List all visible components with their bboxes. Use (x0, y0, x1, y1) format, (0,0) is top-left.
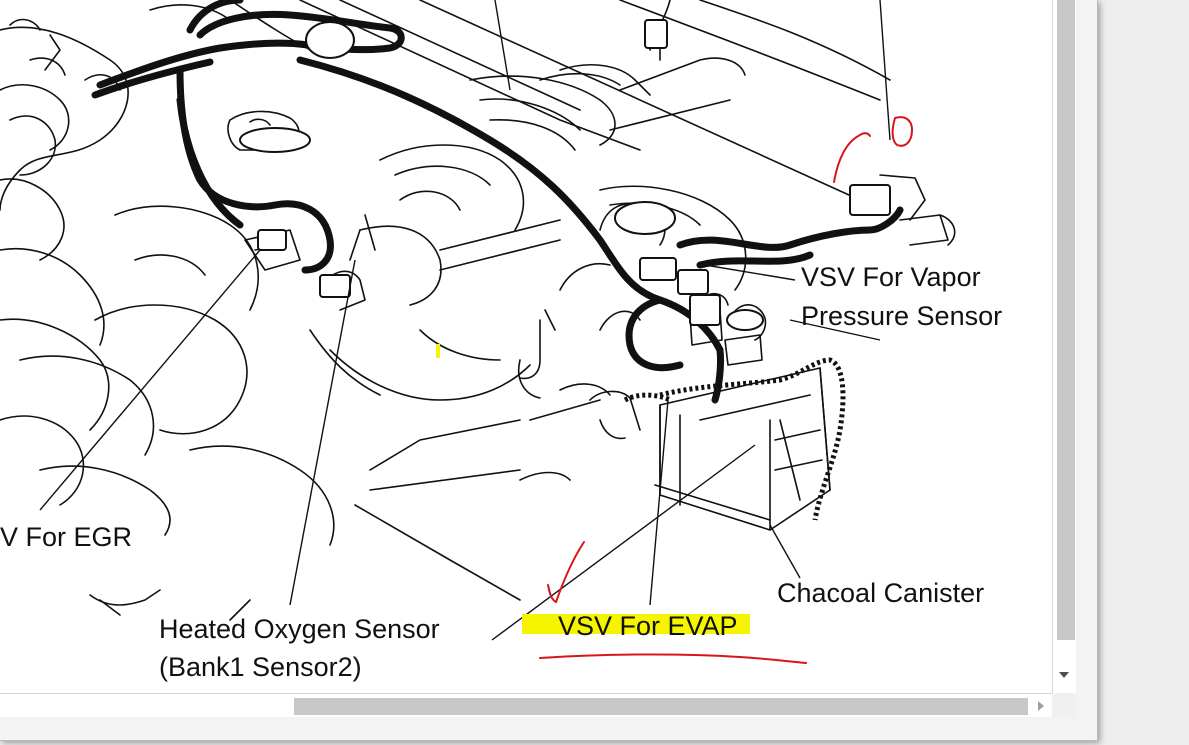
underline-stroke (539, 653, 807, 664)
label-vsv-egr: V For EGR (0, 522, 133, 552)
highlight-mark (436, 344, 440, 358)
label-charcoal-canister: Chacoal Canister (777, 578, 985, 608)
vacuum-hoses (91, 0, 904, 404)
bracket-mark (833, 132, 871, 183)
connectors (239, 19, 891, 331)
label-vsv-evap: VSV For EVAP (558, 611, 738, 641)
horizontal-scroll-thumb[interactable] (294, 698, 1028, 715)
horizontal-scrollbar[interactable] (0, 693, 1052, 718)
label-vsv-vapor-line1: VSV For Vapor (801, 262, 981, 292)
evap-highlight (522, 614, 750, 634)
engine-diagram (0, 0, 956, 664)
leader-lines (39, 0, 891, 641)
diagram-viewport: V For EGR Heated Oxygen Sensor (Bank1 Se… (0, 0, 1003, 682)
scrollbar-corner (1052, 693, 1076, 717)
beaded-hose (623, 357, 846, 521)
triangle-down-icon[interactable] (1059, 672, 1069, 678)
image-viewer-window: V For EGR Heated Oxygen Sensor (Bank1 Se… (0, 0, 1098, 741)
vertical-scrollbar[interactable] (1052, 0, 1077, 693)
triangle-right-icon[interactable] (1038, 701, 1044, 711)
label-bank1-sensor2: (Bank1 Sensor2) (159, 652, 362, 682)
window-frame-right (1076, 0, 1097, 740)
circle-mark (891, 116, 914, 147)
label-vsv-vapor-line2: Pressure Sensor (801, 301, 1003, 331)
vertical-scroll-thumb[interactable] (1057, 0, 1075, 640)
label-heated-oxygen-sensor: Heated Oxygen Sensor (159, 614, 440, 644)
window-frame-bottom (0, 717, 1097, 740)
red-annotations (539, 116, 914, 664)
check-mark (547, 541, 585, 604)
